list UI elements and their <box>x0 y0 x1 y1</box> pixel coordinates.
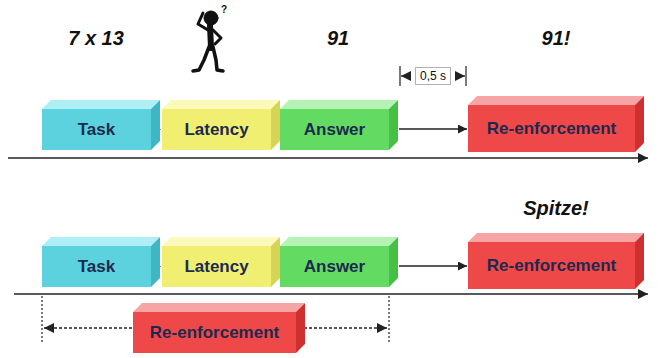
box-face: Re-enforcement <box>468 105 635 152</box>
annotation: 91! <box>542 27 571 50</box>
span-bracket <box>388 296 389 342</box>
stage-box: Task <box>42 100 160 150</box>
box-face: Answer <box>280 246 389 287</box>
dimension-label: 0,5 s <box>415 67 451 85</box>
box-label: Re-enforcement <box>150 323 279 343</box>
box-face: Re-enforcement <box>468 242 635 289</box>
stage-box: Re-enforcement <box>468 233 644 289</box>
stage-box: Latency <box>162 100 280 150</box>
timeline <box>14 293 648 295</box>
annotation: ? <box>221 4 227 15</box>
box-face: Task <box>42 246 151 287</box>
box-label: Latency <box>184 257 248 277</box>
annotation: 91 <box>327 27 349 50</box>
box-label: Answer <box>304 120 365 140</box>
dimension-tick <box>465 66 466 86</box>
box-face: Latency <box>162 246 271 287</box>
box-label: Latency <box>184 120 248 140</box>
flow-arrow <box>399 128 467 130</box>
dimension-arrow <box>456 75 465 76</box>
stage-box: Re-enforcement <box>468 96 644 152</box>
annotation: Spitze! <box>523 197 589 220</box>
box-label: Task <box>78 257 116 277</box>
stage-box: Task <box>42 237 160 287</box>
stage-box: Answer <box>280 237 398 287</box>
box-face: Answer <box>280 109 389 150</box>
timeline <box>8 157 648 159</box>
dimension-tick <box>399 66 400 86</box>
box-face: Re-enforcement <box>133 312 296 353</box>
flow-arrow <box>399 265 467 267</box>
box-face: Latency <box>162 109 271 150</box>
annotation: 7 x 13 <box>68 27 124 50</box>
box-label: Answer <box>304 257 365 277</box>
span-bracket <box>41 296 42 342</box>
dimension-arrow <box>401 75 410 76</box>
stage-box: Answer <box>280 100 398 150</box>
stage-box: Re-enforcement <box>133 303 305 353</box>
stage-box: Latency <box>162 237 280 287</box>
box-face: Task <box>42 109 151 150</box>
box-label: Re-enforcement <box>487 256 616 276</box>
box-label: Re-enforcement <box>487 119 616 139</box>
thinking-figure <box>193 11 223 71</box>
box-label: Task <box>78 120 116 140</box>
